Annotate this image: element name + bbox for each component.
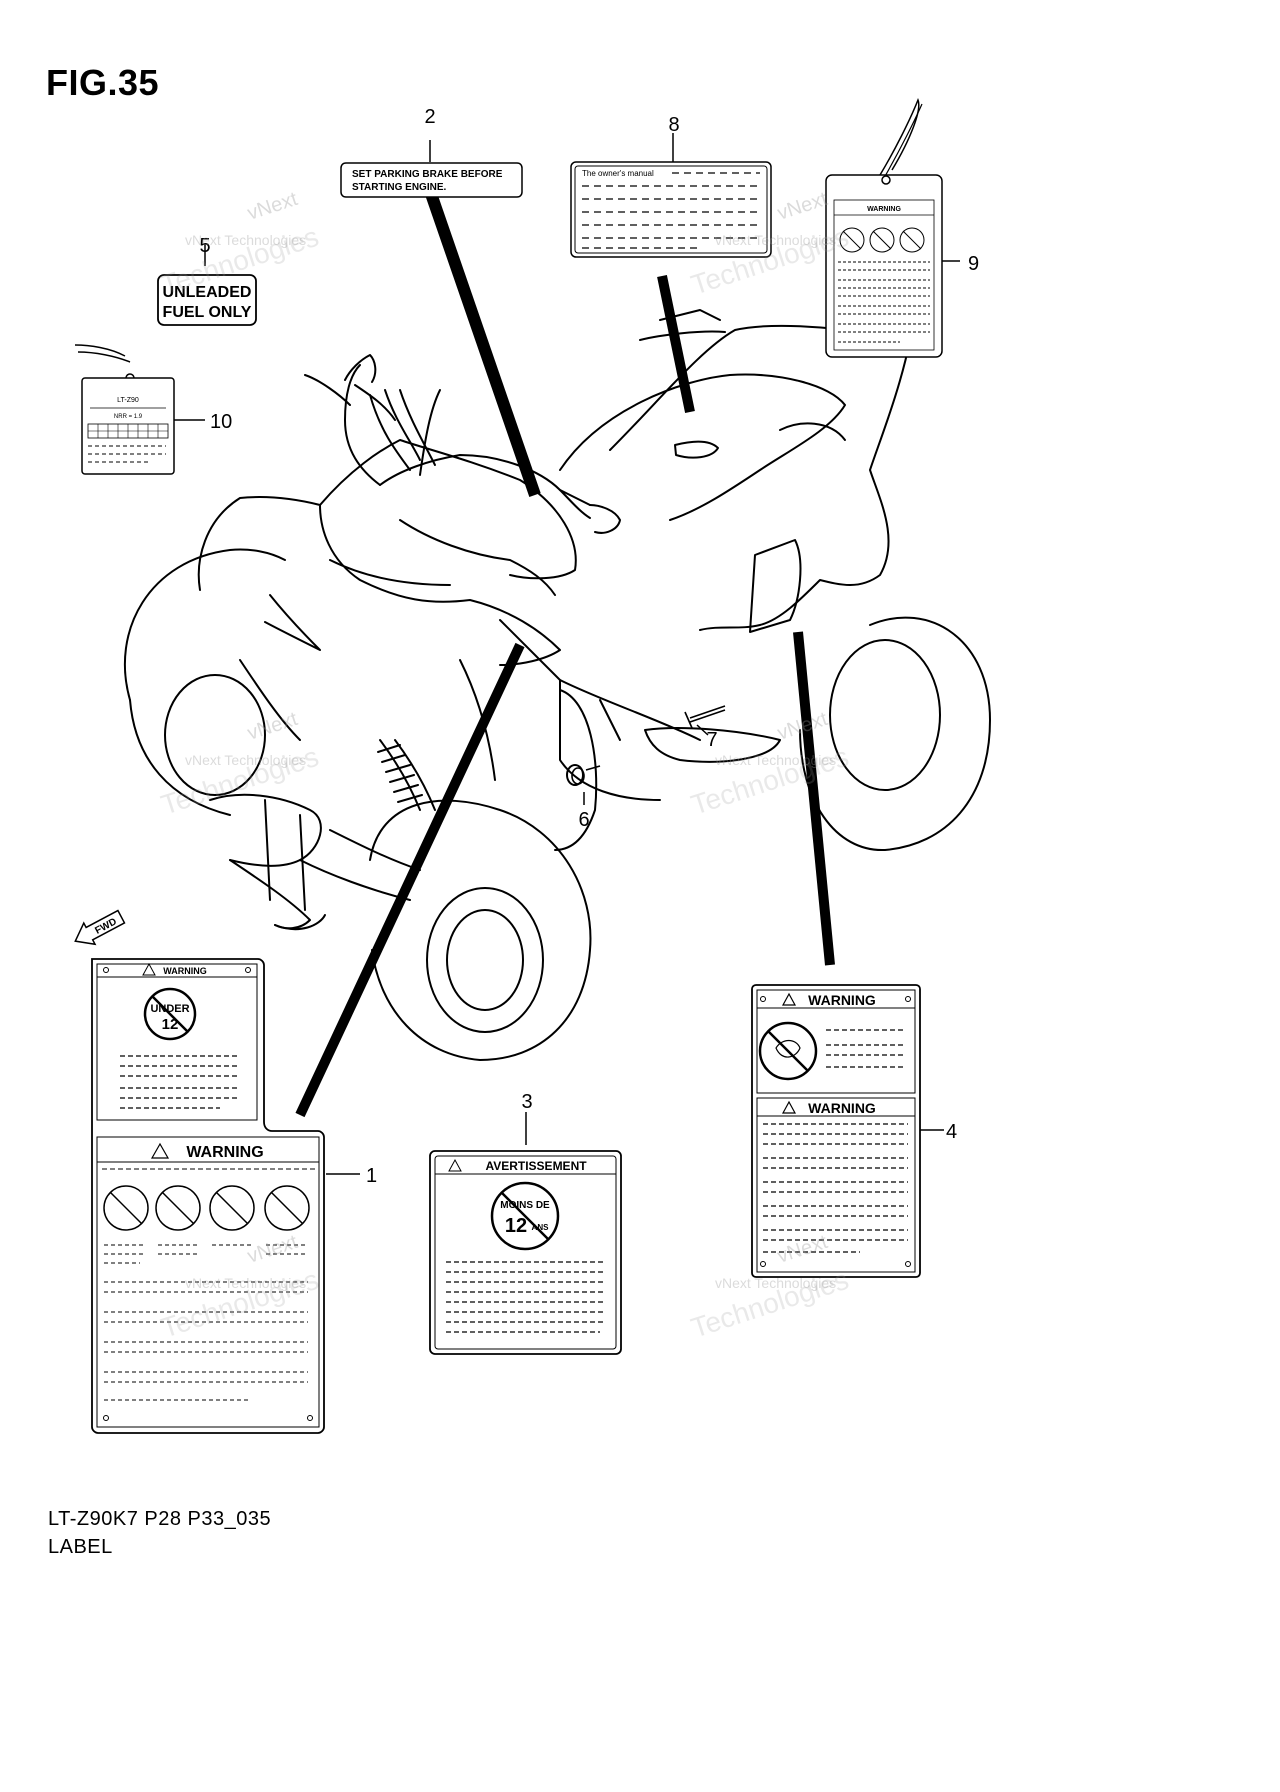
label-8-owners-manual: The owner's manual — [570, 161, 772, 258]
moins-de-ans: ANS — [532, 1223, 550, 1232]
label-10-model-tag: LT-Z90 NRR = 1.9 — [74, 344, 175, 475]
figure-name: LABEL — [48, 1536, 113, 1558]
label-1-warning: WARNING UNDER 12 WARNING — [91, 958, 325, 1434]
front-right-hub — [426, 887, 544, 1033]
moins-de-number: 12 — [505, 1215, 527, 1237]
under-number: 12 — [162, 1016, 179, 1033]
rear-fender — [609, 324, 911, 631]
label-1-bottom-heading: WARNING — [186, 1144, 263, 1161]
under-text: UNDER — [150, 1003, 189, 1015]
front-left-wheel — [123, 548, 286, 701]
moins-de-text: MOINS DE — [500, 1200, 550, 1211]
svg-text:vNext: vNext — [775, 188, 831, 225]
rear-hub — [829, 639, 941, 791]
svg-text:vNext Technologies: vNext Technologies — [715, 752, 836, 768]
grommet — [566, 764, 584, 786]
label-5-unleaded: UNLEADED FUEL ONLY — [157, 274, 257, 326]
label-3-avertissement: AVERTISSEMENT MOINS DE 12 ANS — [429, 1150, 622, 1355]
left-lever — [304, 374, 351, 406]
callout-7: 7 — [706, 729, 717, 751]
unleaded-line2: FUEL ONLY — [163, 304, 252, 321]
model-tag-model: LT-Z90 — [117, 397, 139, 404]
handlebar — [379, 454, 591, 506]
rear-wheel — [799, 616, 991, 852]
unleaded-line1: UNLEADED — [163, 284, 252, 301]
svg-text:vNext Technologies: vNext Technologies — [715, 232, 836, 248]
callout-1: 1 — [366, 1165, 377, 1187]
label-9-hang-tag: WARNING — [825, 97, 943, 358]
model-tag-spec: NRR = 1.9 — [114, 414, 143, 420]
svg-text:vNext Technologies: vNext Technologies — [715, 1275, 836, 1291]
seat — [559, 373, 846, 521]
callout-4: 4 — [946, 1121, 957, 1143]
fwd-arrow: FWD — [74, 909, 126, 946]
callout-2: 2 — [424, 106, 435, 128]
callout-10: 10 — [210, 411, 232, 433]
label-1-top-heading: WARNING — [163, 966, 207, 976]
label-4-bottom-heading: WARNING — [808, 1100, 876, 1116]
label-4-top-heading: WARNING — [808, 992, 876, 1008]
avertissement-heading: AVERTISSEMENT — [485, 1159, 587, 1173]
parking-brake-line2: STARTING ENGINE. — [352, 182, 446, 193]
callout-5: 5 — [199, 235, 210, 257]
leader-1 — [295, 642, 525, 1118]
callout-3: 3 — [521, 1091, 532, 1113]
tag-warning-heading: WARNING — [867, 206, 901, 213]
svg-text:vNext Technologies: vNext Technologies — [185, 752, 306, 768]
figure-code: LT-Z90K7 P28 P33_035 — [48, 1508, 272, 1530]
part-6-washer — [571, 765, 601, 785]
atv-drawing — [123, 309, 991, 1061]
label-4-warning: WARNING WARNING — [751, 984, 921, 1278]
owners-manual-text: The owner's manual — [582, 169, 654, 178]
svg-text:vNext Technologies: vNext Technologies — [185, 232, 306, 248]
callout-6: 6 — [578, 809, 589, 831]
callout-numbers: 2 8 5 10 9 7 6 1 3 4 — [199, 106, 979, 1187]
front-left-hub — [164, 674, 266, 796]
front-fender — [197, 496, 561, 666]
svg-text:vNext: vNext — [245, 708, 301, 745]
fwd-text: FWD — [93, 916, 118, 936]
leader-8 — [657, 274, 695, 414]
leader-2 — [422, 183, 541, 497]
callout-8: 8 — [668, 114, 679, 136]
front-shock — [379, 739, 421, 811]
leader-4 — [793, 631, 835, 966]
callout-9: 9 — [968, 253, 979, 275]
label-2-parking-brake: SET PARKING BRAKE BEFORE STARTING ENGINE… — [340, 162, 523, 198]
left-grip — [344, 354, 377, 383]
front-right-wheel — [369, 799, 592, 1061]
part-7-bolt — [684, 705, 726, 729]
svg-text:vNext Technologies: vNext Technologies — [185, 1275, 306, 1291]
front-nose — [319, 439, 577, 580]
watermark-mid-right: vNext vNext Technologies Technologies — [687, 708, 852, 821]
parking-brake-line1: SET PARKING BRAKE BEFORE — [352, 169, 503, 180]
figure-title: FIG.35 — [46, 62, 160, 103]
svg-text:vNext: vNext — [245, 188, 301, 225]
leader-lines — [174, 133, 960, 1175]
